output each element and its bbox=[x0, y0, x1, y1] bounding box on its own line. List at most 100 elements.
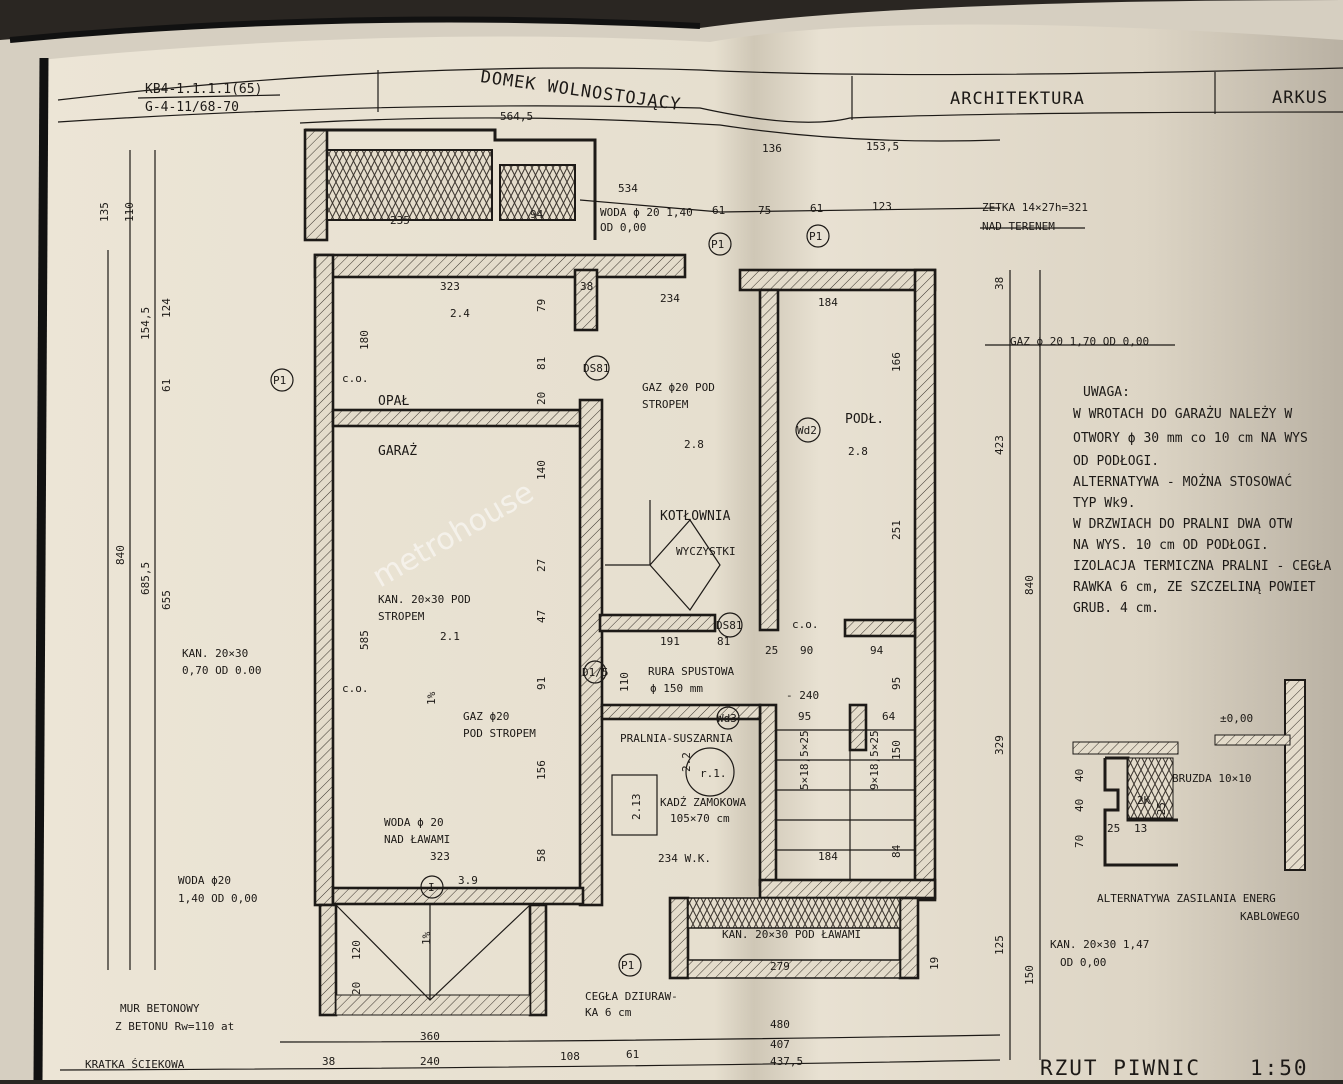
annotations-alt-2-label: KABLOWEGO bbox=[1240, 910, 1300, 923]
rect-mark bbox=[738, 268, 937, 292]
notes-lines-8-label: RAWKA 6 cm, ZE SZCZELINĄ POWIET bbox=[1073, 580, 1316, 595]
dimensions-d437-label: 437,5 bbox=[770, 1055, 803, 1068]
dimensions-d184-label: 184 bbox=[818, 296, 838, 309]
dimensions-right-423-label: 423 bbox=[993, 435, 1006, 455]
notes-lines-2-label: OD PODŁOGI. bbox=[1073, 454, 1159, 469]
rect-mark bbox=[687, 959, 901, 979]
annotations-woda-top-2-label: OD 0,00 bbox=[600, 221, 646, 234]
notes-block: UWAGA: W WROTACH DO GARAŻU NALEŻY W OTWO… bbox=[1073, 385, 1331, 616]
circle-mark bbox=[584, 355, 610, 381]
dimensions-d156-label: 156 bbox=[535, 760, 548, 780]
path-mark bbox=[59, 1059, 1001, 1071]
circle-mark bbox=[708, 232, 732, 256]
annotations-level-minus-label: - 240 bbox=[786, 689, 819, 702]
dimensions-top-total-label: 564,5 bbox=[500, 110, 533, 123]
dimensions-d150-label: 150 bbox=[890, 740, 903, 760]
dimensions-slope2-label: 1% bbox=[420, 931, 433, 945]
dimensions-d323b-label: 323 bbox=[430, 850, 450, 863]
dimensions-d166-label: 166 bbox=[890, 352, 903, 372]
markers-3-label: P1 bbox=[621, 959, 634, 972]
notes-lines-4-label: TYP Wk9. bbox=[1073, 496, 1136, 511]
dimensions-lvl-21-label: 2.1 bbox=[440, 630, 460, 643]
sheet-border bbox=[33, 57, 49, 1081]
dimensions-d323-label: 323 bbox=[440, 280, 460, 293]
notes-lines-0-label: W WROTACH DO GARAŻU NALEŻY W bbox=[1073, 406, 1292, 422]
rect-mark bbox=[499, 164, 576, 221]
annotations-woda-top-1-label: WODA ϕ 20 1,40 bbox=[600, 206, 693, 219]
dimensions-d120-label: 120 bbox=[350, 940, 363, 960]
annotations: WODA ϕ 20 1,40 OD 0,00 ZETKA 14×27h=321 … bbox=[85, 201, 1300, 1071]
dimensions-d84-label: 84 bbox=[890, 844, 903, 858]
annotations-cegla-2-label: KA 6 cm bbox=[585, 1006, 632, 1019]
dimensions-d184b-label: 184 bbox=[818, 850, 838, 863]
dimensions-left-110-label: 110 bbox=[123, 202, 136, 222]
dimensions-d234b-label: 234 W.K. bbox=[658, 852, 711, 865]
dimensions-left-655-label: 655 bbox=[160, 590, 173, 610]
drawing-title: RZUT PIWNIC 1:50 bbox=[1040, 1056, 1307, 1080]
dimensions-slope1-label: 1% bbox=[425, 691, 438, 705]
door-marker-d1-5: D1/5 bbox=[582, 660, 609, 684]
annotations-kan-left-1-label: KAN. 20×30 bbox=[182, 647, 248, 660]
path-mark bbox=[57, 105, 1343, 123]
dimensions-d95-label: 95 bbox=[798, 710, 811, 723]
dimensions-d240-label: 240 bbox=[420, 1055, 440, 1068]
paper-sheet bbox=[34, 24, 1343, 1080]
rect-mark bbox=[1214, 734, 1291, 746]
dimensions-d58-label: 58 bbox=[535, 849, 548, 862]
dimensions-right-38-label: 38 bbox=[993, 277, 1006, 290]
annotations-kratka-label: KRATKA ŚCIEKOWA bbox=[85, 1058, 185, 1071]
annotations-bruzda-label: BRUZDA 10×10 bbox=[1172, 772, 1251, 785]
dimensions-det40b-label: 40 bbox=[1073, 799, 1086, 812]
dimensions-d38-label: 38 bbox=[580, 280, 593, 293]
circle-mark bbox=[717, 612, 743, 638]
dimensions-d180-label: 180 bbox=[358, 330, 371, 350]
annotations-gaz-right-label: GAZ ϕ 20 1,70 OD 0,00 bbox=[1010, 335, 1149, 348]
annotations-kan-lawami-label: KAN. 20×30 POD ŁAWAMI bbox=[722, 928, 861, 941]
dimensions-d251-label: 251 bbox=[890, 520, 903, 540]
rect-mark bbox=[611, 774, 658, 836]
annotations-zetka-2-label: NAD TERENEM bbox=[982, 220, 1055, 233]
dimensions-d94b-label: 94 bbox=[870, 644, 884, 657]
dimensions-left-685-label: 685,5 bbox=[139, 562, 152, 595]
dimensions-d407-label: 407 bbox=[770, 1038, 790, 1051]
rect-mark bbox=[598, 613, 717, 633]
annotations-woda-left-2-label: 1,40 OD 0,00 bbox=[178, 892, 257, 905]
rect-mark bbox=[668, 896, 690, 980]
dimensions-d279-label: 279 bbox=[770, 960, 790, 973]
rect-mark bbox=[848, 703, 868, 752]
path-mark bbox=[605, 500, 721, 611]
markers-8-label: D1/5 bbox=[582, 666, 609, 679]
dimension-lines bbox=[59, 117, 1175, 1071]
rect-mark bbox=[331, 886, 585, 906]
annotations-mur-2-label: Z BETONU Rw=110 at bbox=[115, 1020, 234, 1033]
rect-mark bbox=[335, 994, 531, 1016]
room-pralnia: PRALNIA-SUSZARNIA bbox=[620, 732, 733, 745]
dimensions-d360-label: 360 bbox=[420, 1030, 440, 1043]
circle-mark bbox=[685, 747, 735, 797]
markers: P1 P1 P1 P1 DS81 DS81 Wd2 Wd3 D1/5 I bbox=[270, 224, 830, 977]
rect-mark bbox=[303, 128, 329, 242]
rect-mark bbox=[573, 268, 599, 332]
dimensions-d480-label: 480 bbox=[770, 1018, 790, 1031]
annotations-gaz-garage-1-label: GAZ ϕ20 bbox=[463, 710, 509, 723]
dimensions-d19-label: 19 bbox=[928, 957, 941, 970]
annotations-woda-lawy-1-label: WODA ϕ 20 bbox=[384, 816, 444, 829]
circle-mark bbox=[583, 660, 607, 684]
section-marker-p1: P1 bbox=[270, 368, 294, 392]
drawing-title-name-label: RZUT PIWNIC bbox=[1040, 1056, 1201, 1080]
notes-heading: UWAGA: bbox=[1083, 385, 1130, 400]
circle-mark bbox=[716, 706, 740, 730]
rect-mark bbox=[758, 878, 937, 900]
dimensions-d81-label: 81 bbox=[535, 357, 548, 370]
notes-lines-3-label: ALTERNATYWA - MOŻNA STOSOWAĆ bbox=[1073, 474, 1292, 490]
annotations-kan-right-2-label: OD 0,00 bbox=[1060, 956, 1106, 969]
dimensions-d108-label: 108 bbox=[560, 1050, 580, 1063]
dimensions-d27-label: 27 bbox=[535, 559, 548, 572]
room-podl: PODŁ. bbox=[845, 412, 884, 427]
dimensions-left-124-label: 124 bbox=[160, 298, 173, 318]
markers-9-label: I bbox=[428, 881, 435, 894]
dimensions-d25a-label: 25 bbox=[765, 644, 778, 657]
dimensions-d95b-label: 95 bbox=[890, 677, 903, 690]
